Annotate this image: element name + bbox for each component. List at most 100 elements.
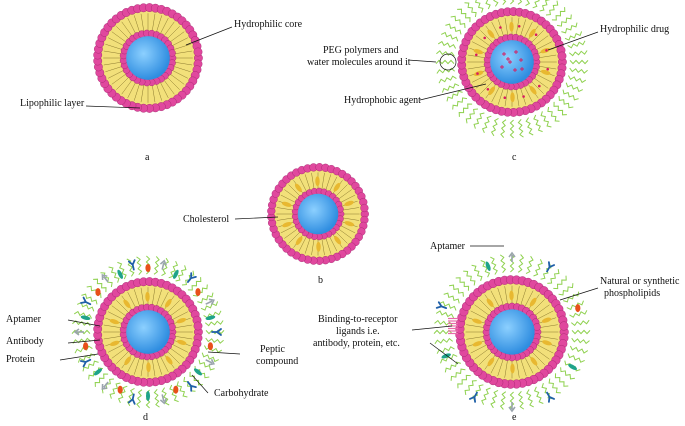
lipid-tail — [515, 286, 520, 306]
peg-strand — [533, 114, 543, 133]
peg-strand — [569, 67, 588, 74]
peptide-ligand — [441, 353, 451, 359]
lipid-tail — [155, 356, 163, 375]
peg-strand — [532, 0, 540, 9]
peg-halo — [433, 253, 591, 411]
cholesterol-molecule — [109, 340, 120, 347]
peg-label-line2: water molecules around it — [307, 57, 411, 68]
lipid-tail — [479, 350, 494, 365]
phospholipid-head — [193, 321, 203, 331]
drug-molecule — [514, 50, 518, 54]
peg-strand — [485, 0, 491, 10]
lipid-tail — [155, 82, 163, 101]
aptamer-shape — [508, 402, 516, 413]
peg-strand — [465, 108, 479, 124]
lipid-tail — [470, 343, 489, 354]
lipid-tail — [103, 324, 123, 329]
lipid-tail — [538, 324, 558, 329]
lipid-tail — [533, 347, 550, 360]
peg-strand — [548, 378, 561, 394]
peg-strand — [551, 7, 566, 21]
binding-label-line2: ligands i.e. — [336, 326, 380, 337]
peg-strand — [499, 391, 507, 410]
antibody-shape — [186, 381, 197, 392]
cholesterol-molecule — [510, 92, 515, 103]
lipid-tail — [530, 350, 545, 365]
phospholipid-head — [557, 51, 567, 61]
peg-strand — [88, 367, 104, 380]
peptide-ligand — [172, 269, 179, 279]
lipid-tail — [151, 83, 156, 103]
lipid-tail — [337, 189, 352, 201]
peg-strand — [437, 40, 457, 49]
lipid-tail — [155, 289, 163, 308]
antibody-shape — [186, 272, 197, 283]
peg-strand — [571, 337, 590, 345]
liposome-d — [71, 255, 225, 409]
peg-strand — [161, 257, 170, 277]
peg-strand — [564, 31, 583, 41]
peg-strand — [567, 75, 587, 84]
peg-strand — [449, 284, 464, 297]
protein-ligand — [117, 385, 123, 394]
peg-strand — [493, 0, 499, 7]
protein-ligand — [575, 304, 581, 313]
cholesterol-molecule — [528, 28, 536, 38]
cholesterol-group — [472, 290, 552, 374]
cholesterol-molecule — [123, 299, 131, 309]
hydrophobic-agent-dot — [499, 26, 502, 29]
antibody-shape — [79, 358, 92, 368]
lipid-tail — [170, 311, 189, 321]
inner-heads — [483, 33, 541, 91]
lipid-tail — [339, 224, 356, 234]
phospholipid-head — [559, 321, 569, 331]
lipid-tail — [515, 358, 520, 378]
lipid-tail — [151, 13, 156, 33]
outer-heads — [457, 7, 567, 117]
peg-strand — [547, 106, 560, 122]
lipid-tail — [168, 346, 185, 359]
drug-molecule — [508, 60, 512, 64]
lipid-tail — [480, 80, 494, 94]
cholesterol-group — [281, 176, 355, 252]
peg-strand — [109, 382, 121, 399]
cholesterol-molecule — [509, 290, 514, 301]
peg-strand — [567, 353, 585, 363]
inner-heads — [291, 187, 345, 241]
peg-halo — [435, 0, 589, 139]
cholesterol-molecule — [315, 176, 320, 187]
lipid-tail — [127, 17, 137, 36]
lipid-tail — [121, 21, 134, 38]
peg-strand — [533, 386, 544, 404]
antibody-ligand — [546, 261, 555, 273]
aptamer-ligand — [101, 273, 109, 283]
d-aptamer-label: Aptamer — [6, 314, 42, 325]
antibody-shape — [546, 391, 555, 403]
hydrophobic-agent-dot — [517, 25, 521, 28]
lipid-tail — [170, 343, 189, 353]
liposome-group — [71, 0, 591, 411]
lipid-tail — [523, 21, 533, 40]
peg-strand — [440, 31, 459, 42]
drug-molecule — [502, 52, 506, 56]
lipid-tail — [523, 84, 533, 103]
hydrophobic-agent-dot — [522, 95, 525, 98]
lipid-tail — [328, 176, 338, 193]
lipid-tail — [474, 347, 491, 360]
lipid-tail — [166, 76, 180, 90]
lipid-tail — [159, 80, 169, 99]
cholesterol-molecule — [529, 85, 537, 95]
cholesterol-molecule — [334, 235, 342, 245]
peg-strand — [117, 261, 127, 280]
peg-strand — [176, 381, 188, 398]
peptide-ligand — [93, 368, 103, 376]
peg-strand — [457, 374, 471, 389]
peg-strand — [436, 50, 455, 57]
peg-strand — [517, 390, 525, 410]
lipid-tail — [140, 287, 145, 307]
peg-strand — [540, 263, 552, 280]
peg-strand — [445, 23, 462, 35]
peptide-ligand — [146, 391, 150, 401]
lipid-tail — [466, 324, 486, 329]
peg-strand — [517, 254, 525, 273]
